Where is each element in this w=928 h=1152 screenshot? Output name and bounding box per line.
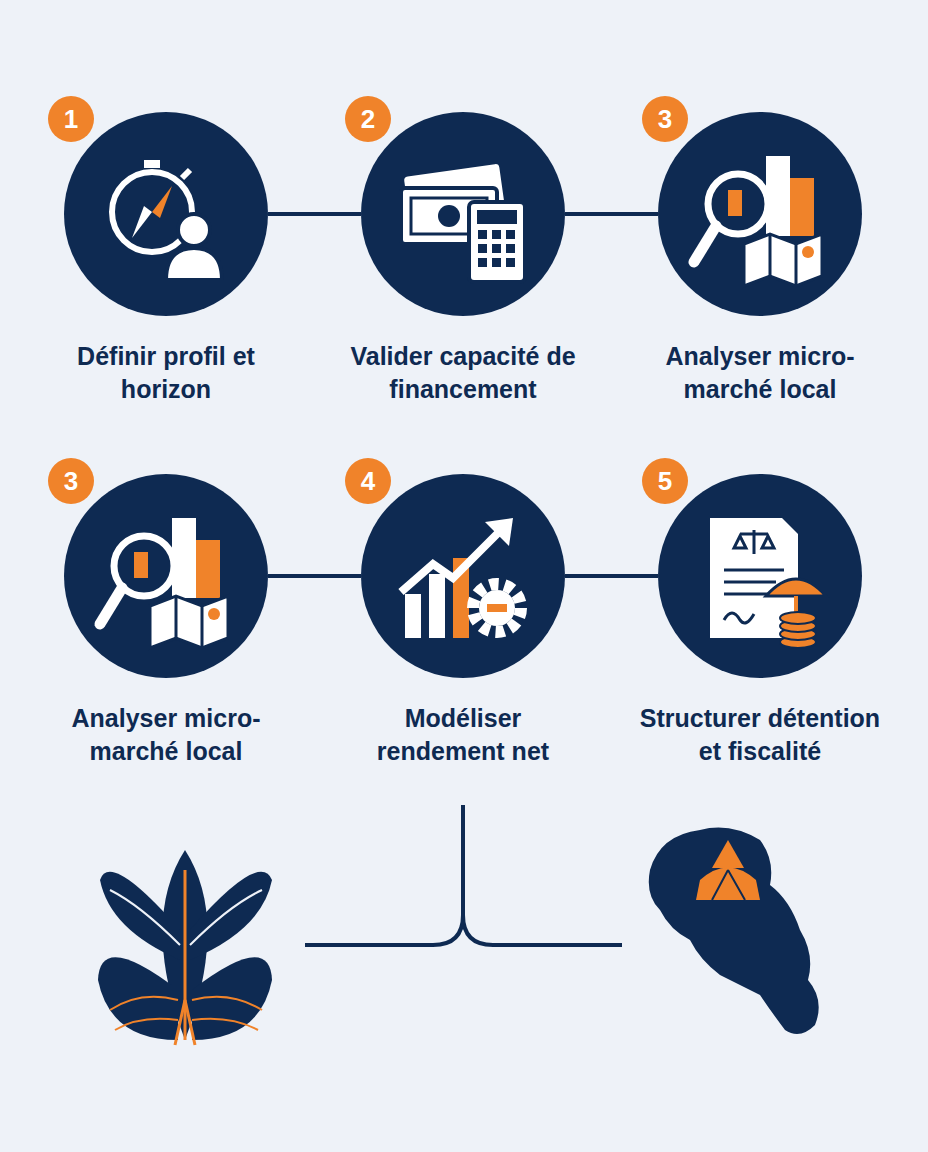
step-circle: 3 xyxy=(658,112,862,316)
step-circle: 4 xyxy=(361,474,565,678)
step-number: 3 xyxy=(658,106,672,132)
number-badge: 2 xyxy=(345,96,391,142)
step-icon xyxy=(64,112,268,316)
step-circle: 1 xyxy=(64,112,268,316)
step-icon xyxy=(658,474,862,678)
step-node: 3Analyser micro-marché local xyxy=(620,112,900,405)
step-label: Valider capacité de financement xyxy=(338,340,588,405)
step-label: Structurer détention et fiscalité xyxy=(635,702,885,767)
step-number: 2 xyxy=(361,106,375,132)
step-node: 2Valider capacité de financement xyxy=(323,112,603,405)
step-icon xyxy=(361,112,565,316)
step-node: 5Structurer détention et fiscalité xyxy=(620,474,900,767)
step-number: 3 xyxy=(64,468,78,494)
step-node: 4Modéliser rendement net xyxy=(323,474,603,767)
connector-line xyxy=(268,574,361,578)
step-number: 5 xyxy=(658,468,672,494)
tropical-leaves xyxy=(98,850,272,1045)
step-label: Modéliser rendement net xyxy=(338,702,588,767)
step-circle: 5 xyxy=(658,474,862,678)
number-badge: 1 xyxy=(48,96,94,142)
step-icon xyxy=(658,112,862,316)
step-circle: 2 xyxy=(361,112,565,316)
number-badge: 3 xyxy=(48,458,94,504)
connector-line xyxy=(268,212,361,216)
step-node: 3Analyser micro-marché local xyxy=(26,474,306,767)
step-label: Analyser micro-marché local xyxy=(635,340,885,405)
branch-line xyxy=(305,805,622,945)
step-number: 1 xyxy=(64,106,78,132)
number-badge: 3 xyxy=(642,96,688,142)
island-map xyxy=(649,828,819,1034)
number-badge: 5 xyxy=(642,458,688,504)
step-circle: 3 xyxy=(64,474,268,678)
step-node: 1Définir profil et horizon xyxy=(26,112,306,405)
step-icon xyxy=(64,474,268,678)
connector-line xyxy=(565,212,658,216)
step-icon xyxy=(361,474,565,678)
number-badge: 4 xyxy=(345,458,391,504)
step-label: Analyser micro-marché local xyxy=(41,702,291,767)
step-label: Définir profil et horizon xyxy=(41,340,291,405)
step-number: 4 xyxy=(361,468,375,494)
connector-line xyxy=(565,574,658,578)
